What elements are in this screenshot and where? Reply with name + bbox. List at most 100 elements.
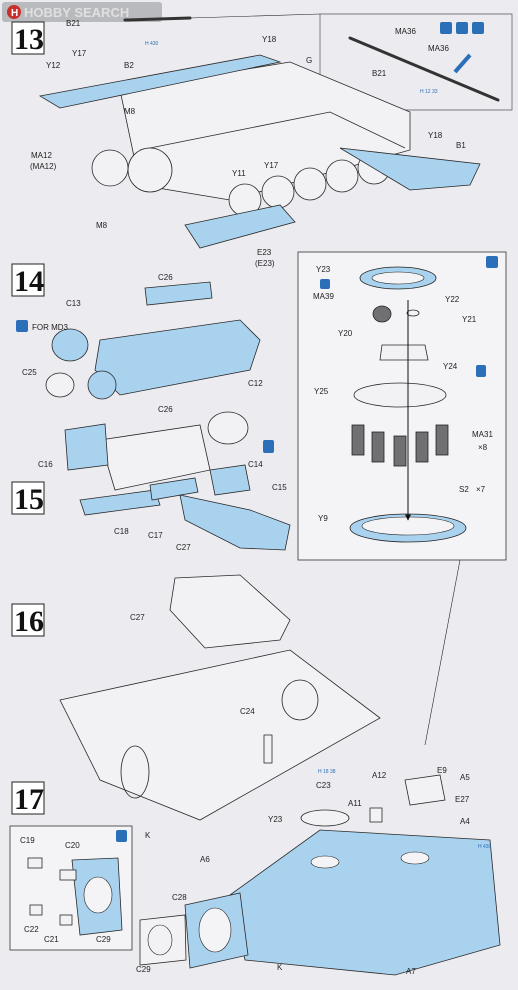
periscopes-s2 [351, 424, 449, 467]
label-c17: C17 [148, 531, 163, 540]
step-15: 15 C26 C16 C14 C15 C18 C17 C27 [11, 405, 291, 552]
fender-b1 [339, 147, 481, 191]
fender-b2 [38, 54, 282, 109]
label-c28: C28 [172, 893, 187, 902]
part-a11 [369, 807, 383, 823]
label-b21: B21 [66, 19, 81, 28]
part-c29 [139, 914, 187, 966]
label-m8: M8 [124, 107, 136, 116]
label-a12: A12 [372, 771, 387, 780]
label-c12: C12 [248, 379, 263, 388]
label-b2: B2 [124, 61, 134, 70]
label-s2: S2 [459, 485, 469, 494]
label-y20: Y20 [338, 329, 353, 338]
step-15-number: 15 [14, 483, 44, 516]
label-y17-right: Y17 [264, 161, 279, 170]
part-y25 [353, 382, 447, 408]
label-ma12: MA12 [31, 151, 52, 160]
quantity-x7: ×7 [476, 485, 486, 494]
label-e9: E9 [437, 766, 447, 775]
gun-mount-c27 [169, 574, 291, 649]
step-17-number: 17 [14, 783, 44, 816]
gun-mount-c12 [94, 319, 261, 396]
part-y24 [379, 344, 429, 361]
label-e27: E27 [455, 795, 470, 804]
label-for-md3: FOR MD3 [32, 323, 69, 332]
part-c27 [179, 494, 291, 551]
paint-badge: H 18 38 [318, 769, 336, 775]
label-a5: A5 [460, 773, 470, 782]
label-y21: Y21 [462, 315, 477, 324]
part-c13 [51, 328, 89, 362]
label-c23: C23 [316, 781, 331, 790]
label-ma36-2: MA36 [428, 44, 449, 53]
quantity-x8: ×8 [478, 443, 488, 452]
paint-icon [263, 440, 274, 453]
label-c15: C15 [272, 483, 287, 492]
part-c25 [45, 372, 75, 398]
label-c20: C20 [65, 841, 80, 850]
part-c15 [209, 464, 251, 496]
label-k-17: K [277, 963, 283, 972]
part-y21 [406, 309, 420, 317]
paint-icon [440, 22, 452, 34]
label-c25: C25 [22, 368, 37, 377]
label-b21-inset: B21 [372, 69, 387, 78]
paint-icon [476, 365, 486, 377]
label-y23-17: Y23 [268, 815, 283, 824]
tow-cable-b21 [123, 16, 192, 22]
part-c17 [149, 477, 199, 501]
label-y25: Y25 [314, 387, 329, 396]
label-y23-detail: Y23 [316, 265, 331, 274]
part-c20 [59, 869, 77, 881]
label-a11: A11 [348, 799, 362, 808]
svg-text:H: H [11, 8, 18, 19]
label-ma12-paren: (MA12) [30, 162, 57, 171]
part-y23-cupola [300, 809, 350, 827]
paint-brush-icon [16, 320, 28, 332]
cupola-detail-box: Y23 MA39 Y22 Y20 Y21 Y24 Y25 MA31 S2 Y9 … [297, 251, 507, 746]
step-16: 16 C27 C24 C23 K H 18 38 [11, 574, 381, 840]
label-c29-box: C29 [96, 935, 111, 944]
label-c18: C18 [114, 527, 129, 536]
part-c22 [29, 904, 43, 916]
step-13: 13 B21 [11, 13, 513, 268]
paint-icon [472, 22, 484, 34]
label-y11: Y11 [232, 169, 246, 178]
label-c26-15: C26 [158, 405, 173, 414]
turret-shell-k [59, 649, 381, 821]
label-c14: C14 [248, 460, 263, 469]
label-y9: Y9 [318, 514, 328, 523]
label-c27: C27 [176, 543, 191, 552]
label-y18: Y18 [262, 35, 277, 44]
label-e23-paren: (E23) [255, 259, 275, 268]
label-c21: C21 [44, 935, 59, 944]
turret-k [229, 829, 501, 976]
part-c26 [144, 281, 213, 306]
label-a6: A6 [200, 855, 210, 864]
label-c24: C24 [240, 707, 255, 716]
step-14: 14 C26 C13 FOR MD3 C25 C12 [11, 263, 263, 400]
label-ma36: MA36 [395, 27, 416, 36]
label-c19: C19 [20, 836, 35, 845]
paint-icon [456, 22, 468, 34]
part-c24 [263, 734, 273, 764]
paint-brush-icon [486, 256, 498, 268]
step-14-number: 14 [14, 265, 44, 298]
step-17: 17 C19 C20 C22 C21 C29 A12 E9 A5 A11 E27… [9, 766, 501, 976]
label-y22: Y22 [445, 295, 460, 304]
label-m8-2: M8 [96, 221, 108, 230]
label-e23: E23 [257, 248, 272, 257]
label-y18-right: Y18 [428, 131, 443, 140]
watermark-brand: HOBBY SEARCH [24, 5, 129, 20]
hobby-search-watermark: H HOBBY SEARCH [2, 2, 162, 22]
label-c29: C29 [136, 965, 151, 974]
label-ma31: MA31 [472, 430, 493, 439]
label-c26: C26 [158, 273, 173, 282]
paint-badge: H 430 [145, 41, 159, 47]
label-c13: C13 [66, 299, 81, 308]
part-y20 [372, 305, 392, 323]
label-y17: Y17 [72, 49, 87, 58]
label-a7: A7 [406, 967, 416, 976]
